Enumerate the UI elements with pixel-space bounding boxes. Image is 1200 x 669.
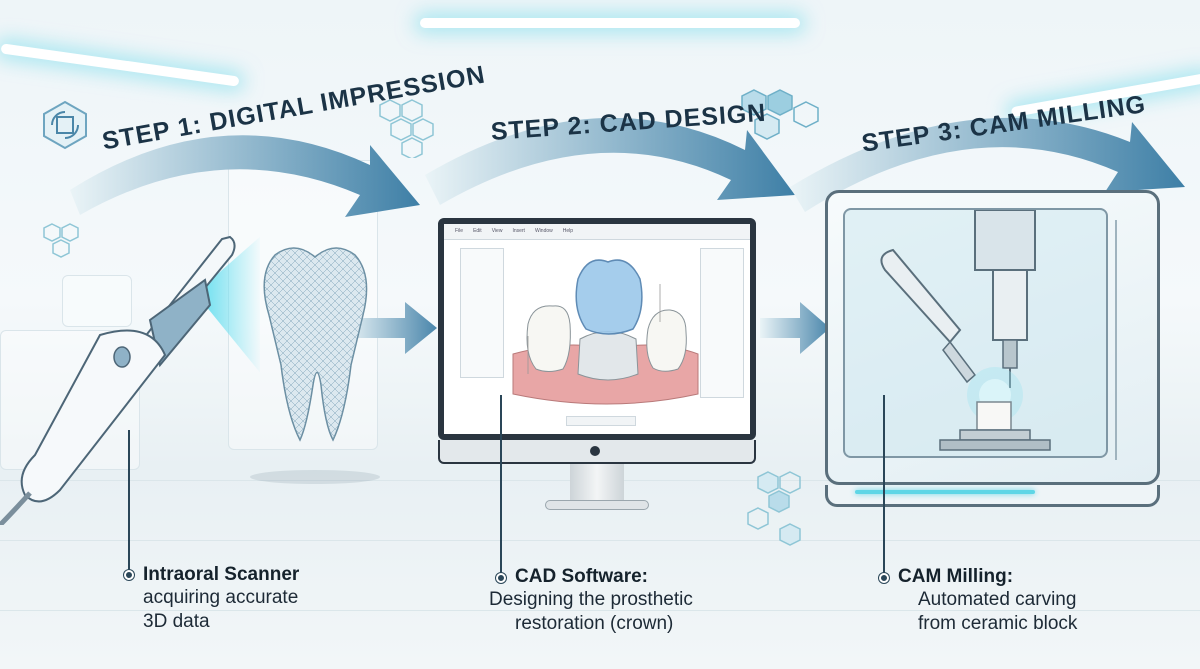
caption-line: restoration (crown): [515, 613, 674, 634]
caption-line: from ceramic block: [918, 613, 1078, 634]
machine-base-strip: [825, 485, 1160, 507]
scanner-icon: [0, 235, 260, 525]
caption-line: acquiring accurate: [143, 587, 299, 608]
caption-scanner: Intraoral Scanner acquiring accurate 3D …: [143, 564, 299, 634]
monitor-stand: [570, 464, 624, 504]
ceiling-light-left: [0, 43, 240, 87]
machine-status-light: [855, 490, 1035, 494]
machine-side-panel: [1115, 220, 1145, 460]
arrow-right-icon: [345, 302, 437, 354]
cad-menu-item[interactable]: View: [491, 228, 503, 234]
cad-menu-item[interactable]: File: [455, 228, 464, 234]
hexagon-icon: [379, 99, 434, 158]
monitor-base: [545, 500, 649, 510]
cad-menu-item[interactable]: Help: [562, 228, 574, 234]
floor-line: [0, 540, 1200, 541]
caption-title: CAD Software:: [515, 566, 649, 587]
floor-line: [0, 610, 1200, 611]
step1-arrow: [70, 135, 420, 217]
leader-line-cad: [500, 395, 502, 578]
caption-title: Intraoral Scanner: [143, 564, 300, 585]
step3-arrow: [790, 117, 1185, 212]
caption-line: Automated carving: [918, 589, 1077, 610]
cad-menu-item[interactable]: Window: [534, 228, 553, 234]
process-cycle-icon: [43, 100, 87, 150]
caption-line: 3D data: [143, 611, 210, 632]
leader-dot-cad: [496, 573, 506, 583]
leader-dot-scanner: [124, 570, 134, 580]
hexagon-icon: [747, 471, 801, 546]
tooth-shadow: [250, 470, 380, 484]
milling-spindle: [880, 210, 1051, 451]
leader-dot-cam: [879, 573, 889, 583]
caption-cad: CAD Software: Designing the prosthetic r…: [489, 566, 693, 636]
cad-left-panel: [460, 248, 504, 378]
cad-toolbar: [444, 224, 750, 240]
leader-line-scanner: [128, 430, 130, 575]
hexagon-icon: [43, 223, 79, 258]
cad-view-toolbar: [566, 416, 636, 426]
milling-machine-icon: [825, 190, 1170, 510]
arrow-right-icon: [760, 302, 830, 354]
monitor-icon: [438, 218, 756, 440]
wall-monitor-bg: [62, 275, 132, 327]
caption-title: CAM Milling:: [898, 566, 1014, 587]
cad-menu-item[interactable]: Edit: [473, 228, 482, 234]
step2-arrow: [425, 117, 795, 205]
monitor-power-button: [590, 446, 600, 456]
hexagon-icon: [741, 89, 819, 140]
caption-cam: CAM Milling: Automated carving from cera…: [898, 566, 1077, 636]
ceiling-light-center: [420, 18, 800, 28]
cad-menu-item[interactable]: Insert: [512, 228, 525, 234]
cad-menu-bar: File Edit View Insert Window Help: [455, 228, 573, 234]
cad-right-panel: [700, 248, 744, 398]
caption-line: Designing the prosthetic: [489, 589, 693, 610]
cad-viewport: [512, 259, 699, 405]
tooth-icon: [263, 247, 368, 442]
leader-line-cam: [883, 395, 885, 578]
